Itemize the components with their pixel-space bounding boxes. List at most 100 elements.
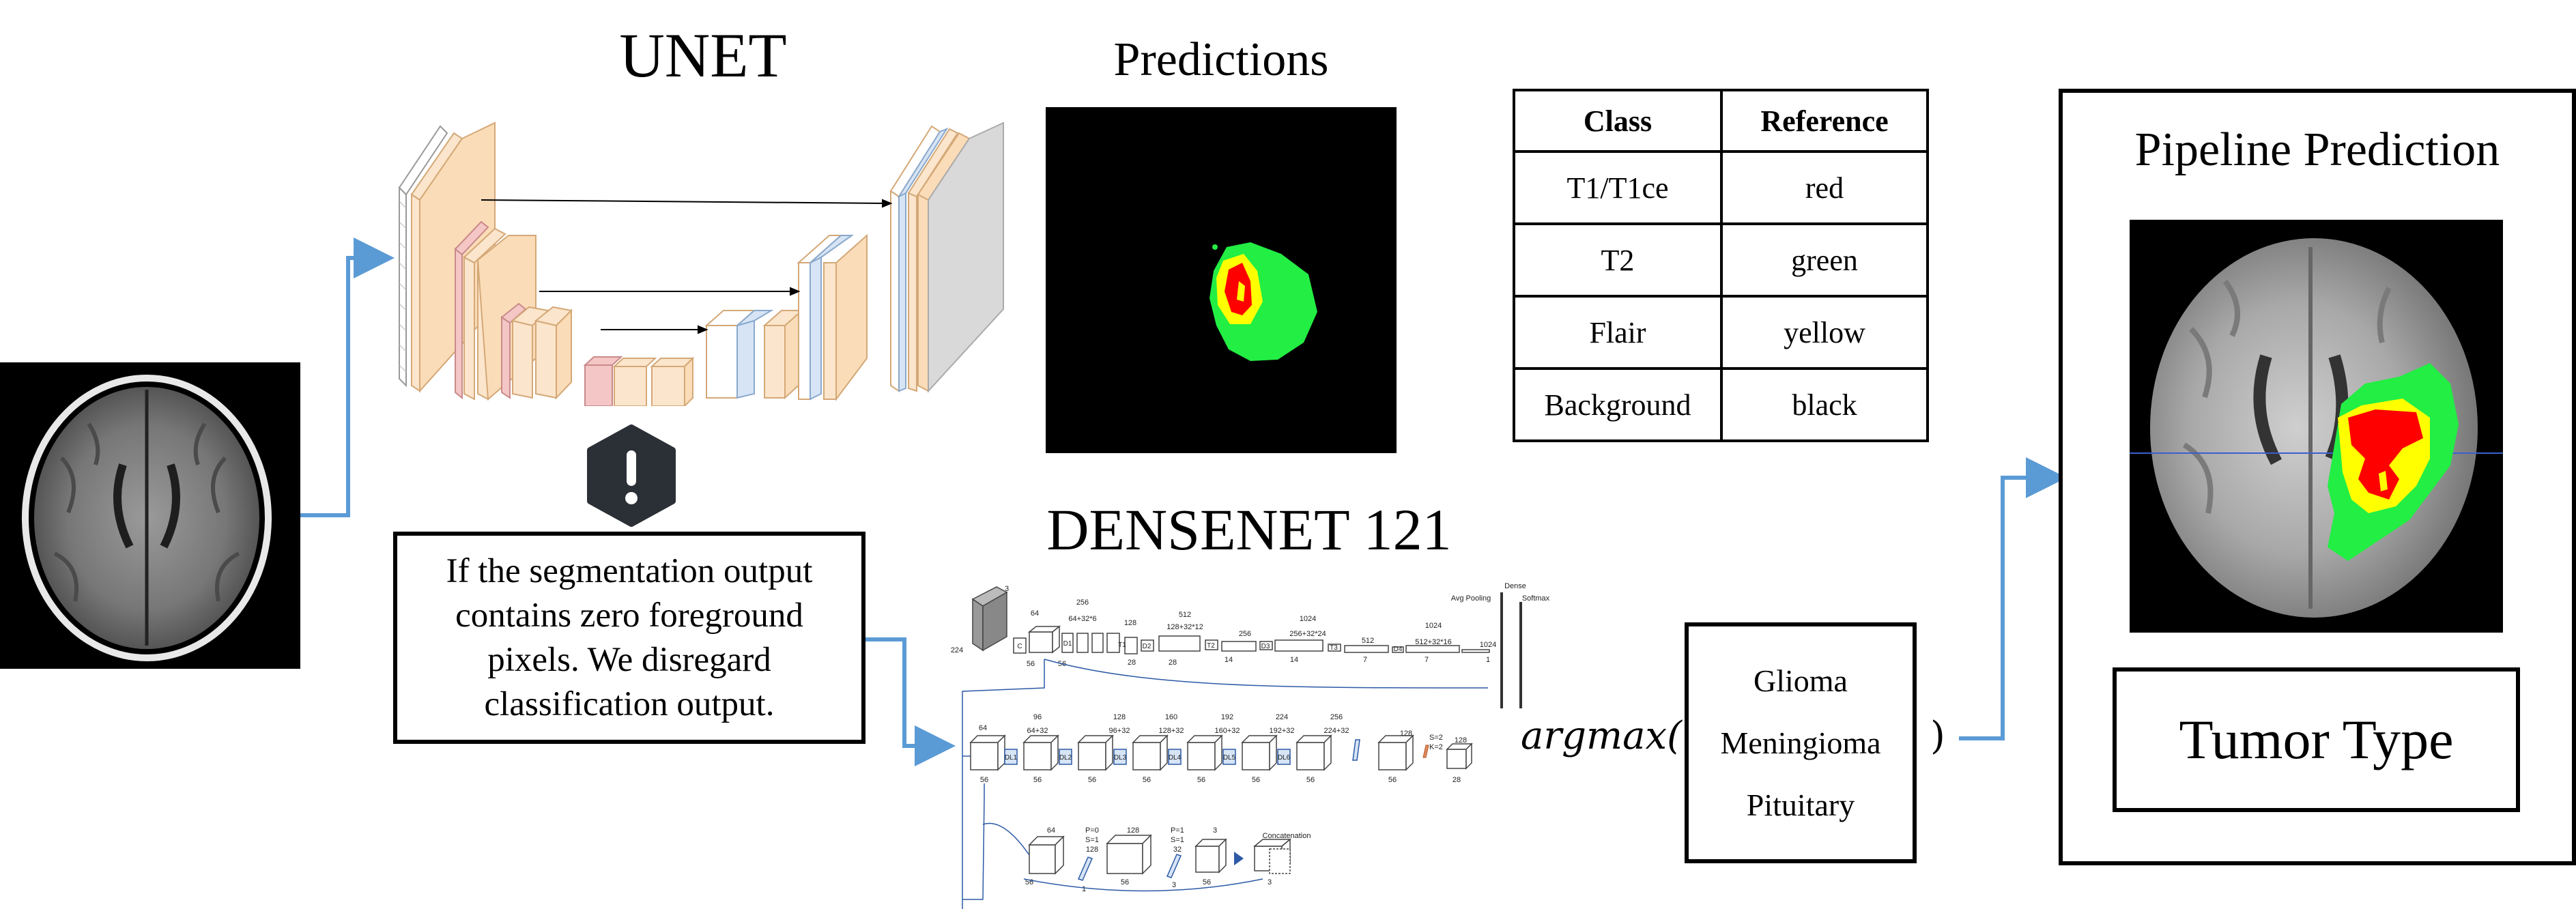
zero-foreground-note: If the segmentation output contains zero… (393, 532, 865, 744)
table-row: Background black (1513, 367, 1929, 442)
unet-title: UNET (619, 20, 787, 90)
dn-bottom-param: S=1 (1171, 836, 1184, 844)
table-cell: black (1720, 367, 1929, 442)
dn-mid-block: DL3 (1114, 754, 1127, 762)
dn-top-label: 128+32*12 (1167, 623, 1203, 631)
dn-bottom-size: 3 (1268, 878, 1272, 886)
table-header-reference: Reference (1720, 89, 1929, 153)
dn-top-label: Avg Pooling (1451, 594, 1491, 603)
dn-bottom-label: 3 (1213, 826, 1217, 835)
dn-mid-size: 56 (1306, 776, 1315, 784)
dn-bottom-param: P=0 (1085, 826, 1099, 835)
dn-mid-label: 192 (1221, 713, 1233, 721)
arrow-note-to-densenet (863, 637, 956, 766)
note-text: If the segmentation output contains zero… (446, 551, 813, 723)
dn-pool-param: K=2 (1429, 743, 1443, 751)
tumor-type-output-label: Tumor Type (2179, 708, 2454, 770)
input-mri-image (0, 362, 300, 669)
dn-mid-sublabel: 96+32 (1109, 727, 1130, 735)
unet-diagram (398, 121, 1004, 406)
tumor-type-meningioma: Meningioma (1720, 725, 1881, 760)
pipeline-prediction-image (2130, 220, 2503, 633)
dn-mid-block: DL2 (1059, 754, 1072, 762)
dn-bottom-label: Concatenation (1263, 832, 1311, 840)
dn-top-label: 512+32*16 (1415, 638, 1452, 646)
arrow-argmax-to-pipeline (1959, 457, 2067, 740)
dn-mid-size: 56 (980, 776, 988, 784)
dn-bottom-size: 56 (1203, 878, 1211, 886)
predictions-image (1046, 107, 1397, 453)
dn-mid-label: 64 (979, 724, 987, 732)
dn-top-block: T3 (1330, 644, 1338, 652)
table-cell: red (1720, 150, 1929, 225)
predictions-title: Predictions (1113, 33, 1329, 86)
densenet-diagram: 3 64 256 64+32*6 128 512 128+32*12 256 1… (951, 582, 1549, 909)
dn-mid-size: 56 (1143, 776, 1151, 784)
dn-top-size: 1024 (1480, 641, 1496, 649)
dn-bottom-label: 32 (1173, 846, 1182, 854)
tumor-type-output: Tumor Type (2113, 667, 2520, 812)
table-cell: Flair (1513, 295, 1723, 370)
dn-top-label: 256 (1076, 598, 1089, 607)
dn-bottom-label: 128 (1127, 826, 1139, 835)
dn-bottom-param: P=1 (1171, 826, 1184, 835)
dn-mid-block: DL1 (1005, 754, 1018, 762)
dn-top-label: 256+32*24 (1289, 630, 1326, 638)
dn-top-label: 1024 (1425, 622, 1442, 630)
dn-mid-size: 56 (1033, 776, 1042, 784)
dn-mid-label: 96 (1033, 713, 1042, 721)
dn-mid-block: DL5 (1223, 754, 1236, 762)
dn-bottom-size: 1 (1082, 885, 1086, 893)
argmax-close-paren: ) (1930, 714, 1945, 758)
class-reference-table: Class Reference T1/T1ce red T2 green Fla… (1513, 89, 1929, 442)
dn-top-label: 512 (1179, 611, 1191, 619)
dn-top-label: 512 (1362, 637, 1374, 645)
dn-mid-label: 128 (1455, 736, 1467, 745)
dn-mid-sublabel: 192+32 (1269, 727, 1294, 735)
dn-top-size: 224 (951, 646, 963, 654)
dn-top-block: T1 (1118, 641, 1126, 649)
table-cell: T2 (1513, 222, 1723, 298)
dn-top-label: 64+32*6 (1068, 615, 1096, 623)
table-cell: green (1720, 222, 1929, 298)
dn-top-size: 28 (1169, 659, 1177, 667)
dn-mid-sublabel: 128+32 (1158, 727, 1184, 735)
dn-mid-size: 28 (1452, 776, 1461, 784)
dn-mid-sublabel: 64+32 (1027, 727, 1048, 735)
dn-mid-size: 56 (1252, 776, 1260, 784)
dn-mid-sublabel: 224+32 (1323, 727, 1349, 735)
tumor-type-list: Glioma Meningioma Pituitary (1685, 622, 1917, 863)
dn-mid-label: 224 (1276, 713, 1288, 721)
dn-top-label: 3 (1005, 585, 1009, 593)
dn-mid-sublabel: 160+32 (1214, 727, 1240, 735)
tumor-type-pituitary: Pituitary (1746, 788, 1855, 822)
table-row: Flair yellow (1513, 295, 1929, 370)
dn-mid-size: 56 (1388, 776, 1397, 784)
dn-top-label: Softmax (1522, 594, 1549, 603)
dn-mid-size: 56 (1088, 776, 1096, 784)
table-cell: T1/T1ce (1513, 150, 1723, 225)
dn-top-label: 1024 (1300, 615, 1316, 623)
table-row: T1/T1ce red (1513, 150, 1929, 225)
dn-top-block: D3 (1261, 643, 1270, 650)
dn-mid-label: 160 (1165, 713, 1177, 721)
dn-top-label: 128 (1124, 619, 1136, 627)
arrow-input-to-unet (300, 237, 395, 517)
pipeline-title: Pipeline Prediction (2134, 124, 2500, 176)
dn-pool-param: S=2 (1429, 734, 1443, 742)
dn-top-label: 256 (1239, 630, 1251, 638)
dn-mid-size: 56 (1197, 776, 1205, 784)
dn-top-size: 7 (1363, 656, 1367, 664)
exclamation-icon (587, 424, 676, 527)
table-header-class: Class (1513, 89, 1723, 153)
dn-top-size: 28 (1128, 659, 1136, 667)
dn-bottom-size: 56 (1121, 878, 1129, 886)
table-cell: yellow (1720, 295, 1929, 370)
dn-top-label: Dense (1504, 582, 1526, 590)
dn-top-size: 14 (1290, 656, 1298, 664)
dn-bottom-size: 3 (1172, 881, 1176, 889)
dn-top-block: T2 (1207, 642, 1215, 650)
dn-top-block: D1 (1063, 640, 1072, 648)
tumor-type-glioma: Glioma (1754, 663, 1848, 698)
